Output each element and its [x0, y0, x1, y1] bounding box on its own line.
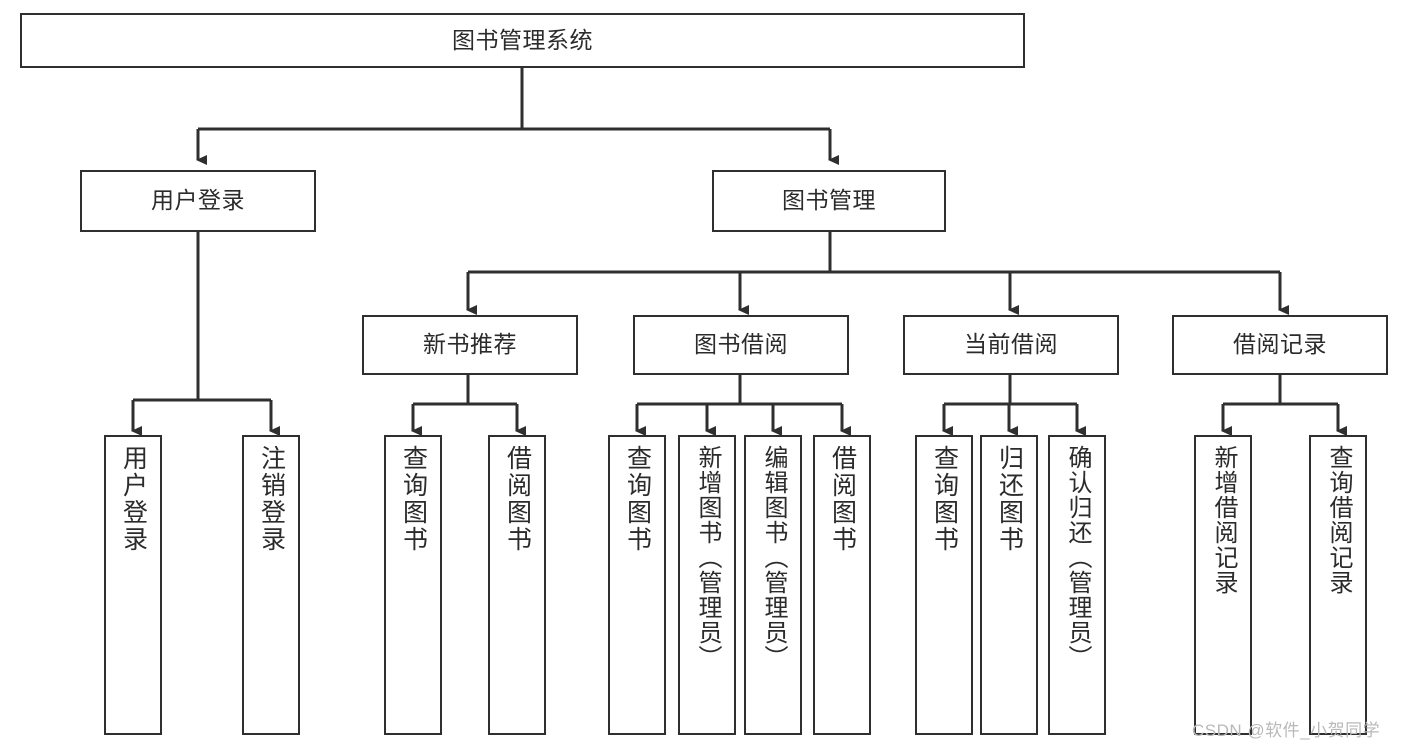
node-label: 图书借阅	[694, 331, 788, 358]
node-label: 借阅图书	[503, 445, 532, 553]
leaf-add-borrow-record[interactable]: 新增借阅记录	[1194, 435, 1252, 735]
node-label: 新增借阅记录	[1209, 445, 1237, 595]
node-label: 查询图书	[623, 445, 652, 553]
node-label: 编辑图书（管理员）	[759, 445, 787, 670]
leaf-query-book-current[interactable]: 查询图书	[915, 435, 973, 735]
leaf-confirm-return-admin[interactable]: 确认归还（管理员）	[1048, 435, 1106, 735]
node-book-management[interactable]: 图书管理	[712, 170, 946, 232]
leaf-query-borrow-record[interactable]: 查询借阅记录	[1309, 435, 1367, 735]
leaf-user-login[interactable]: 用户登录	[104, 435, 162, 735]
node-book-borrow[interactable]: 图书借阅	[633, 315, 849, 375]
node-label: 查询图书	[399, 445, 428, 553]
leaf-return-book[interactable]: 归还图书	[980, 435, 1038, 735]
node-label: 新书推荐	[423, 331, 517, 358]
node-label: 当前借阅	[964, 331, 1058, 358]
leaf-logout[interactable]: 注销登录	[242, 435, 300, 735]
leaf-edit-book-admin[interactable]: 编辑图书（管理员）	[744, 435, 802, 735]
leaf-query-book[interactable]: 查询图书	[608, 435, 666, 735]
node-label: 查询图书	[930, 445, 959, 553]
node-label: 注销登录	[257, 445, 286, 553]
node-label: 图书管理系统	[452, 26, 593, 53]
node-root-system[interactable]: 图书管理系统	[20, 13, 1025, 68]
node-label: 用户登录	[119, 445, 148, 553]
node-label: 用户登录	[151, 187, 245, 214]
leaf-query-book-recommend[interactable]: 查询图书	[384, 435, 442, 735]
node-current-borrow[interactable]: 当前借阅	[903, 315, 1119, 375]
node-new-book-recommend[interactable]: 新书推荐	[362, 315, 578, 375]
node-label: 图书管理	[782, 187, 876, 214]
node-label: 借阅记录	[1233, 331, 1327, 358]
node-user-login[interactable]: 用户登录	[80, 170, 316, 232]
leaf-borrow-book[interactable]: 借阅图书	[813, 435, 871, 735]
node-label: 确认归还（管理员）	[1063, 445, 1091, 670]
leaf-add-book-admin[interactable]: 新增图书（管理员）	[678, 435, 736, 735]
csdn-watermark: CSDN @软件_小贺同学	[1192, 721, 1381, 740]
node-label: 查询借阅记录	[1324, 445, 1352, 595]
leaf-borrow-book-recommend[interactable]: 借阅图书	[488, 435, 546, 735]
node-label: 新增图书（管理员）	[693, 445, 721, 670]
node-label: 借阅图书	[828, 445, 857, 553]
node-borrow-records[interactable]: 借阅记录	[1172, 315, 1388, 375]
node-label: 归还图书	[995, 445, 1024, 553]
